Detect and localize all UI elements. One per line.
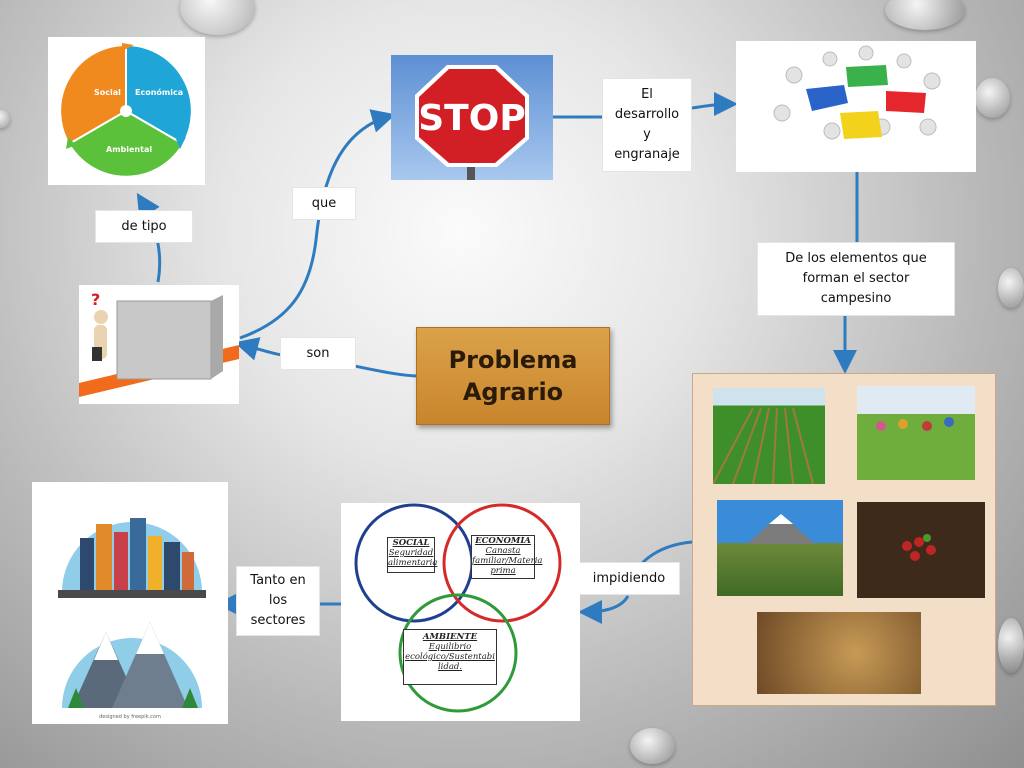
crop-rows-photo	[713, 388, 825, 484]
stop-text: STOP	[418, 98, 525, 139]
label-de-tipo: de tipo	[95, 210, 193, 243]
arrow-impidiendo-to-venn	[578, 595, 630, 624]
label-son: son	[280, 337, 356, 370]
label-tanto-line1: Tanto en	[250, 573, 306, 588]
label-son-text: son	[306, 345, 330, 361]
venn-ambiente-box: AMBIENTE Equilibrio ecológico/Sustentabi…	[403, 629, 497, 685]
label-desarrollo-line4: engranaje	[614, 147, 680, 162]
water-drop	[630, 728, 675, 764]
puzzle-teamwork-image	[736, 41, 976, 172]
central-title: Problema Agrario	[416, 327, 610, 425]
farm-workers-photo	[857, 386, 975, 480]
sustainability-cycle-image: Social Económica Ambiental	[48, 37, 205, 185]
venn-economia-line3: prima	[490, 566, 516, 576]
venn-ambiente-title: AMBIENTE	[422, 632, 478, 642]
water-drop	[0, 110, 10, 128]
person-wall-image: ?	[79, 285, 239, 404]
cycle-social-label: Social	[94, 88, 121, 97]
svg-text:?: ?	[91, 290, 100, 309]
title-line1: Problema	[448, 346, 578, 374]
city-mountain-illustration: designed by freepik.com	[32, 482, 228, 724]
venn-ambiente-line3: lidad.	[437, 662, 463, 672]
label-elementos-line2: forman el sector	[802, 271, 910, 286]
venn-social-box: SOCIAL Seguridad alimentaria	[387, 537, 438, 573]
cycle-ambiental-label: Ambiental	[106, 145, 152, 154]
venn-economia-line1: Canasta	[485, 546, 521, 556]
mining-photo	[757, 612, 921, 694]
label-elementos: De los elementos que forman el sector ca…	[757, 242, 955, 316]
label-elementos-line3: campesino	[820, 291, 892, 306]
stop-sign-image: STOP	[391, 55, 553, 180]
label-elementos-line1: De los elementos que	[785, 251, 927, 266]
label-que: que	[292, 187, 356, 220]
arrow-wall-to-stop	[239, 109, 396, 340]
label-desarrollo-line1: El	[641, 87, 653, 102]
label-impidiendo: impidiendo	[578, 562, 680, 595]
label-impidiendo-text: impidiendo	[592, 570, 666, 586]
label-desarrollo: El desarrollo y engranaje	[602, 78, 692, 172]
arrow-wall-to-cycle	[136, 192, 162, 283]
label-desarrollo-line3: y	[643, 127, 651, 142]
venn-economia-line2: familiar/Materia	[472, 556, 543, 566]
venn-diagram-image: SOCIAL Seguridad alimentaria ECONOMÍA Ca…	[341, 503, 580, 721]
venn-ambiente-line2: ecológico/Sustentabi	[405, 652, 495, 662]
arrow-desarrollo-to-puzzle	[691, 92, 738, 117]
label-tanto-line2: los	[268, 593, 288, 608]
venn-social-line2: alimentaria	[388, 558, 438, 568]
title-line2: Agrario	[462, 378, 564, 406]
water-drop	[998, 618, 1024, 673]
label-que-text: que	[311, 195, 337, 211]
venn-social-line1: Seguridad	[388, 548, 434, 558]
coffee-harvest-photo	[857, 502, 985, 598]
venn-ambiente-line1: Equilibrio	[428, 642, 472, 652]
label-tanto: Tanto en los sectores	[236, 566, 320, 636]
venn-economia-box: ECONOMÍA Canasta familiar/Materia prima	[471, 535, 543, 579]
label-de-tipo-text: de tipo	[121, 218, 167, 234]
water-drop	[998, 268, 1024, 308]
water-drop	[975, 78, 1010, 118]
volcano-landscape-photo	[717, 500, 843, 596]
freepik-credit: designed by freepik.com	[99, 714, 161, 720]
label-tanto-line3: sectores	[250, 613, 306, 628]
cycle-economica-label: Económica	[135, 87, 183, 97]
label-desarrollo-line2: desarrollo	[614, 107, 680, 122]
rural-elements-photos	[692, 373, 996, 706]
venn-social-title: SOCIAL	[392, 538, 430, 548]
venn-economia-title: ECONOMÍA	[475, 536, 531, 546]
